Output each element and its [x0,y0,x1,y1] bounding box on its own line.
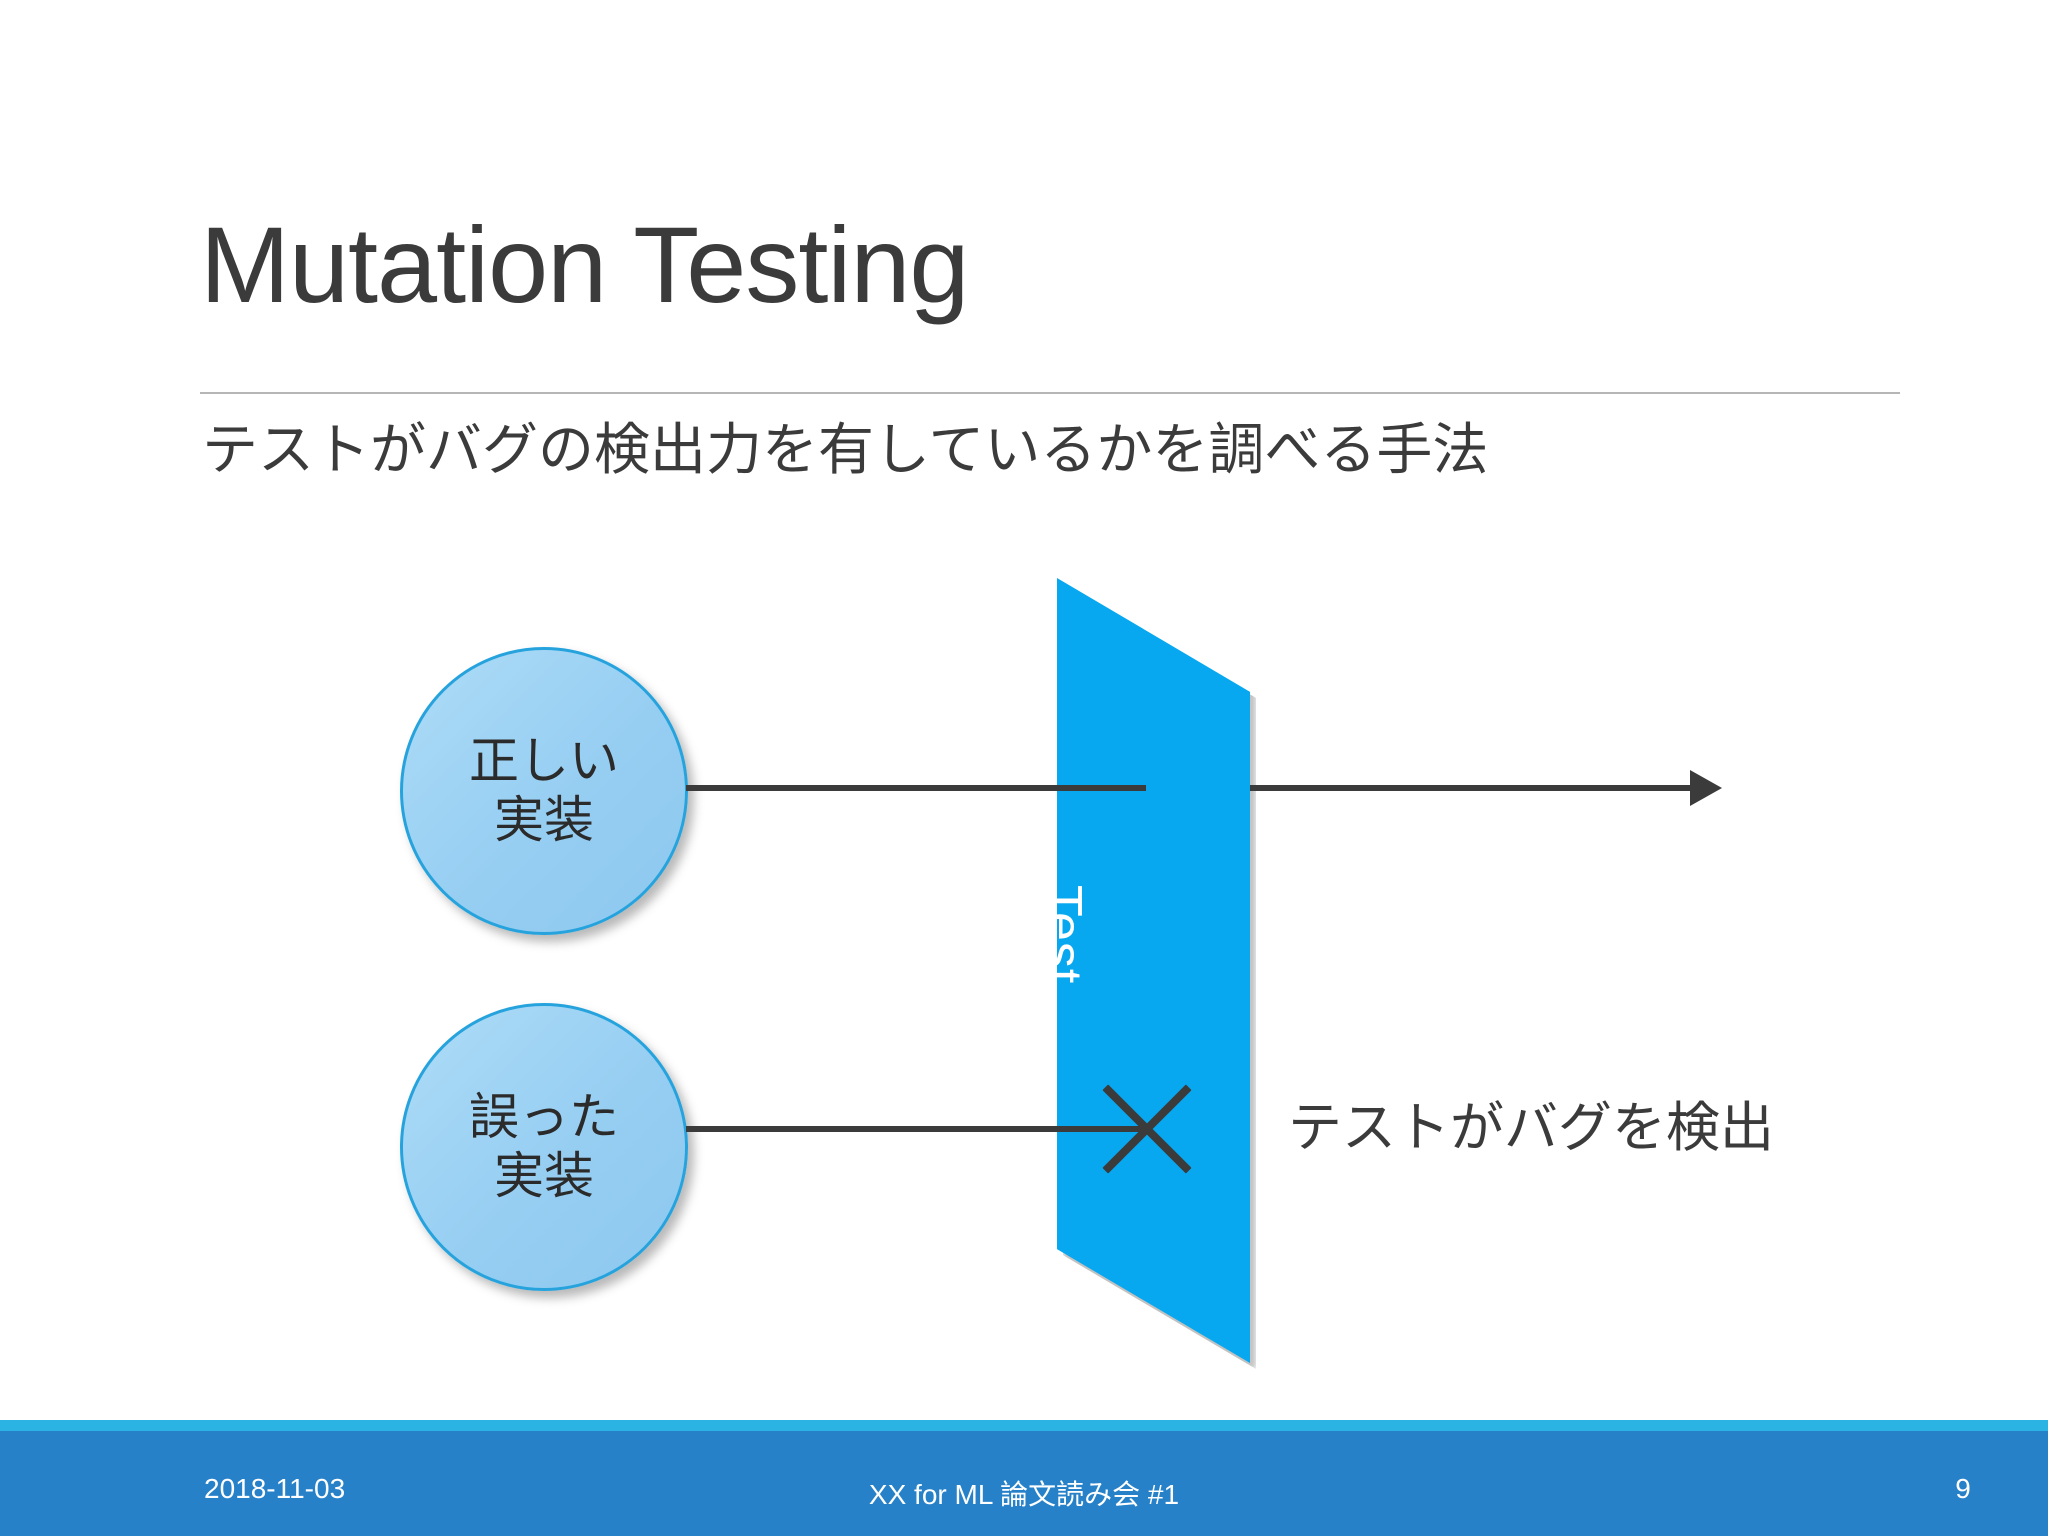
footer-accent-strip [0,1420,2048,1431]
detection-annotation: テストがバグを検出 [1288,1098,1774,1158]
node-correct-line1: 正しい [469,733,619,789]
title-divider [200,392,1900,394]
node-wrong-line1: 誤った [469,1089,619,1145]
test-gate-shape [1057,578,1250,1363]
arrow-line-wrong [686,1126,1146,1132]
cross-mark-icon [1100,1082,1194,1176]
footer-bar: 2018-11-03 XX for ML 論文読み会 #1 9 [0,1431,2048,1536]
arrow-line-correct-left [686,785,1146,791]
node-wrong-line2: 実装 [494,1148,594,1204]
test-gate-label: Test [1034,885,1092,985]
node-correct-line2: 実装 [494,792,594,848]
footer-event-title: XX for ML 論文読み会 #1 [868,1479,1180,1510]
page-title: Mutation Testing [200,204,969,325]
node-correct-implementation: 正しい 実装 [400,647,688,935]
footer-page-number: 9 [1955,1473,1971,1504]
mutation-testing-diagram: Test 正しい 実装 誤った 実装 テストがバグを検出 [0,0,2048,1420]
arrow-line-correct-right [1250,785,1694,791]
slide-subtitle: テストがバグの検出力を有しているかを調べる手法 [202,418,1489,481]
footer-date: 2018-11-03 [204,1473,346,1504]
node-wrong-implementation: 誤った 実装 [400,1003,688,1291]
arrow-head-pass-icon [1690,770,1722,806]
